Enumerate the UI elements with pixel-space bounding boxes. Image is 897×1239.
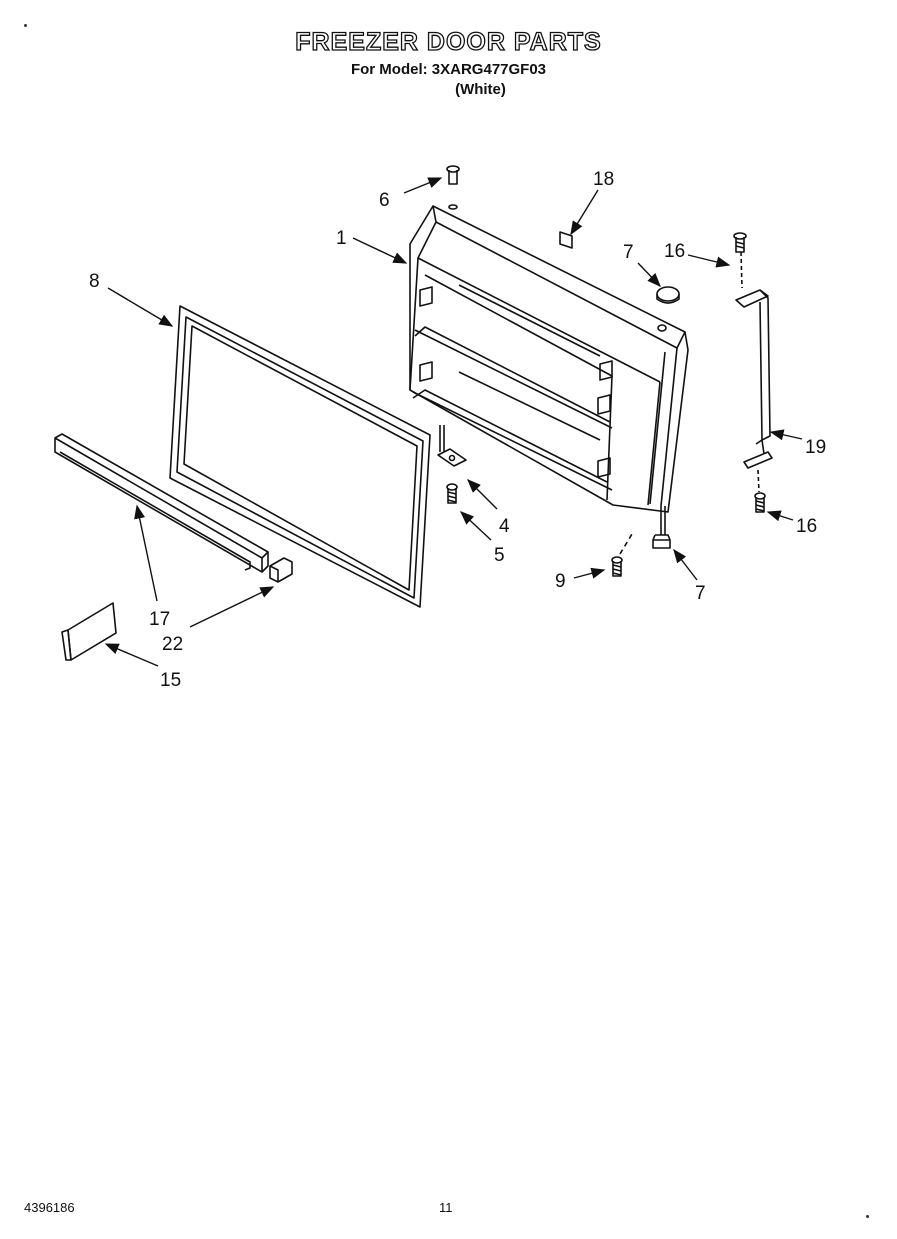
color-line: (White)	[455, 81, 506, 98]
plug-button-top	[656, 286, 680, 332]
leader-18	[570, 189, 599, 236]
leader-22	[189, 586, 275, 628]
screw-16-top	[733, 232, 747, 289]
callout-19: 19	[805, 437, 826, 458]
screw-6	[446, 165, 460, 210]
page-number: 11	[439, 1200, 453, 1215]
doc-number: 4396186	[24, 1200, 75, 1215]
leader-7-bottom	[673, 548, 698, 581]
callout-18: 18	[593, 169, 614, 190]
label-18	[559, 231, 573, 249]
callout-7-bottom: 7	[695, 583, 706, 604]
callout-15: 15	[160, 670, 181, 691]
door-handle	[735, 289, 773, 469]
leader-15	[104, 643, 159, 667]
door-gasket	[169, 305, 431, 608]
callout-16-bottom: 16	[796, 516, 817, 537]
callout-1: 1	[336, 228, 347, 249]
screw-16-bottom	[754, 469, 766, 513]
corner-mark-bottom-right	[866, 1215, 869, 1218]
leader-16-top	[687, 254, 731, 268]
corner-mark-top-left	[24, 24, 27, 27]
bushing-bottom	[652, 506, 671, 549]
callout-9: 9	[555, 571, 566, 592]
leader-19	[769, 429, 803, 441]
leader-8	[107, 287, 174, 327]
leader-9	[573, 567, 606, 579]
strip-clip	[269, 557, 293, 583]
leader-17	[134, 504, 158, 602]
callout-8: 8	[89, 271, 100, 292]
leader-16-bottom	[766, 510, 794, 522]
leader-1	[352, 237, 408, 264]
leader-5	[459, 511, 492, 541]
callout-4: 4	[499, 516, 510, 537]
callout-7-top: 7	[623, 242, 634, 263]
callout-5: 5	[494, 545, 505, 566]
page-title: FREEZER DOOR PARTS	[295, 27, 602, 56]
screw-5	[446, 483, 458, 504]
trim-label	[61, 602, 117, 661]
model-line: For Model: 3XARG477GF03	[350, 61, 547, 78]
callout-17: 17	[149, 609, 170, 630]
leader-6	[403, 177, 443, 194]
door-stop	[437, 425, 467, 467]
callout-16-top: 16	[664, 241, 685, 262]
leader-4	[467, 479, 498, 510]
leader-7-top	[637, 262, 661, 288]
callout-6: 6	[379, 190, 390, 211]
callout-22: 22	[162, 634, 183, 655]
screw-9	[611, 533, 633, 577]
breaker-strip	[54, 433, 269, 573]
door-liner	[409, 205, 689, 513]
